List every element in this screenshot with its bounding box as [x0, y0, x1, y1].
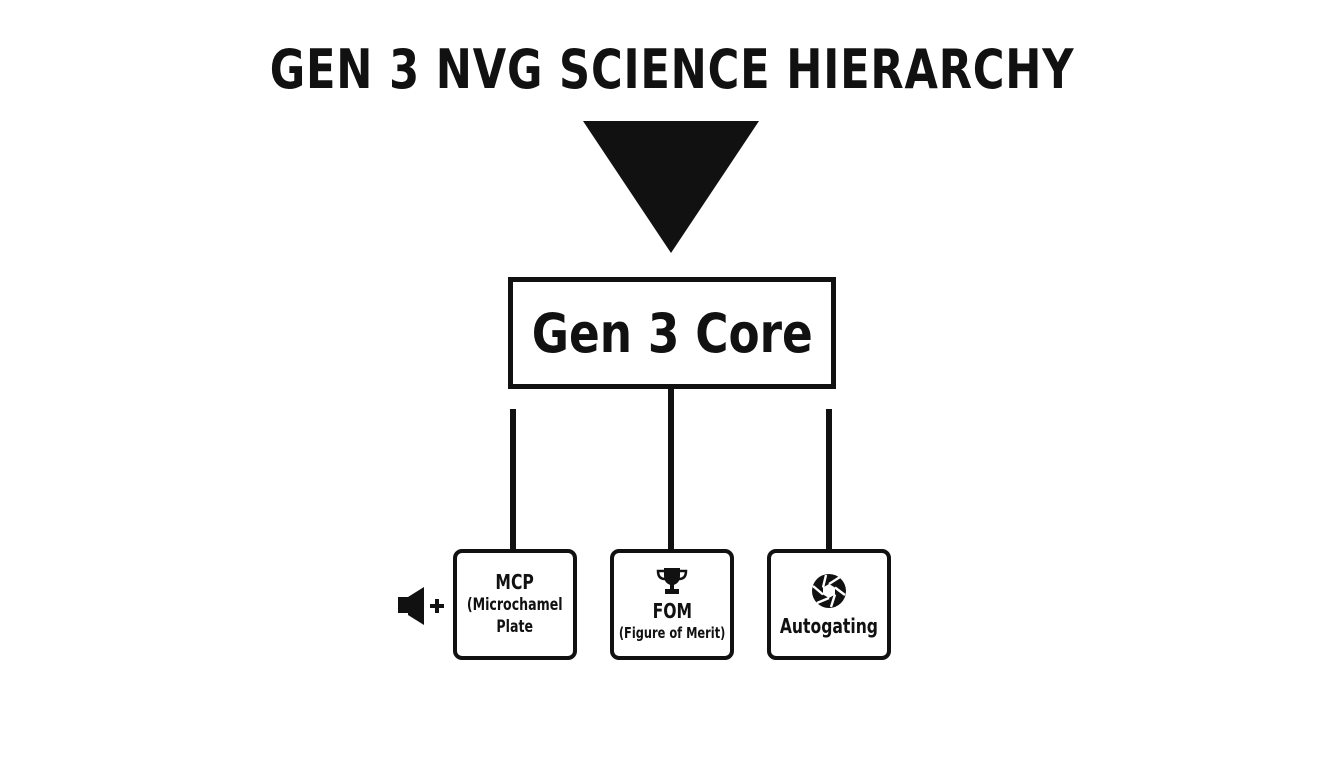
fom-title: FOM [652, 599, 692, 623]
mcp-node: MCP (Microchamel Plate [453, 549, 577, 660]
gen3-core-label: Gen 3 Core [531, 301, 813, 365]
speaker-plus-icon [398, 587, 444, 625]
aperture-icon [812, 574, 846, 608]
autogating-title: Autogating [779, 614, 879, 638]
mcp-subtitle-line2: Plate [496, 617, 534, 637]
mcp-subtitle-line1: (Microchamel [467, 595, 563, 615]
autogating-node: Autogating [767, 549, 891, 660]
down-arrow-icon [583, 121, 759, 253]
mcp-title: MCP [495, 570, 535, 594]
fom-subtitle: (Figure of Merit) [618, 624, 726, 642]
fom-node: FOM (Figure of Merit) [610, 549, 734, 660]
gen3-core-node: Gen 3 Core [508, 277, 836, 389]
diagram-title: GEN 3 NVG SCIENCE HIERARCHY [269, 38, 1075, 101]
trophy-icon [656, 568, 688, 594]
